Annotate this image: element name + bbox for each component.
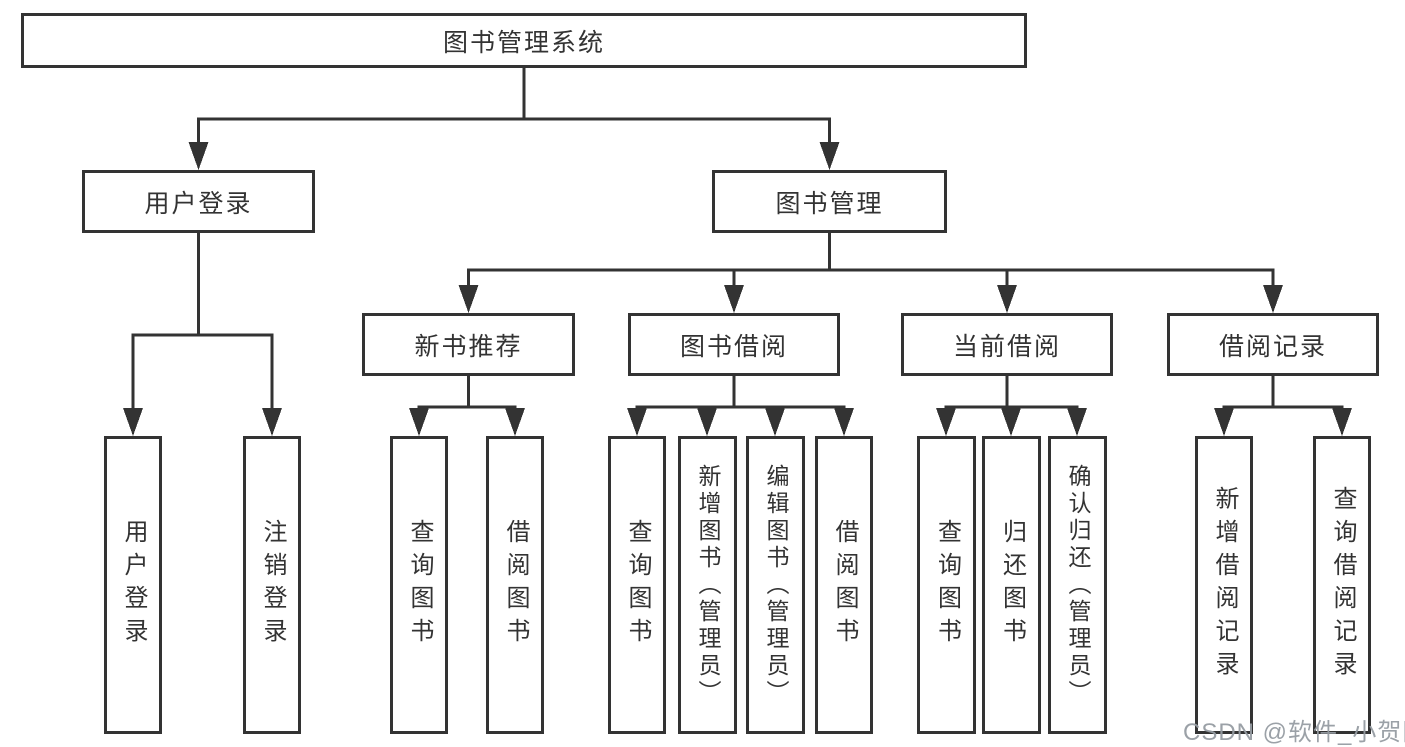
arrowhead-icon xyxy=(123,408,143,436)
node-current-borrow: 当前借阅 xyxy=(901,313,1113,376)
node-label: 用户登录 xyxy=(144,189,253,218)
arrowhead-icon xyxy=(697,408,717,436)
arrowhead-icon xyxy=(724,285,744,313)
leaf-confirm-return-admin: 确认归还（管理员） xyxy=(1048,436,1107,734)
connector-records-rail xyxy=(1222,405,1344,414)
leaf-return-books: 归还图书 xyxy=(982,436,1041,734)
node-label: 归还图书 xyxy=(998,519,1026,651)
node-library-management-system: 图书管理系统 xyxy=(21,13,1027,68)
leaf-add-book-admin: 新增图书（管理员） xyxy=(678,436,737,734)
arrowhead-icon xyxy=(765,408,785,436)
leaf-query-borrow-record: 查询借阅记录 xyxy=(1313,436,1371,734)
connector-borrow-rail xyxy=(635,405,846,414)
node-label: 查询图书 xyxy=(624,519,651,651)
node-label: 借阅图书 xyxy=(502,519,529,651)
node-book-management: 图书管理 xyxy=(712,170,947,233)
connector-root-rail xyxy=(197,117,831,146)
node-label: 借阅记录 xyxy=(1218,332,1327,361)
connector-book-mgmt-rail xyxy=(467,268,1275,289)
arrowhead-icon xyxy=(819,142,840,170)
leaf-edit-book-admin: 编辑图书（管理员） xyxy=(746,436,805,734)
arrowhead-icon xyxy=(458,285,479,313)
arrowhead-icon xyxy=(834,408,854,436)
csdn-watermark: CSDN @软件_小贺同学 xyxy=(1183,719,1405,746)
node-label: 图书管理系统 xyxy=(442,28,605,57)
arrowhead-icon xyxy=(188,142,209,170)
arrowhead-icon xyxy=(997,285,1017,313)
arrowhead-icon xyxy=(627,408,647,436)
arrowhead-icon xyxy=(1001,408,1021,436)
node-label: 借阅图书 xyxy=(831,519,858,651)
node-borrow-records: 借阅记录 xyxy=(1167,313,1379,376)
arrowhead-icon xyxy=(1263,285,1283,313)
node-user-login-branch: 用户登录 xyxy=(82,170,315,233)
node-label: 图书管理 xyxy=(775,189,884,218)
arrowhead-icon xyxy=(1067,408,1087,436)
leaf-borrow-books-recommend: 借阅图书 xyxy=(486,436,544,734)
leaf-logout: 注销登录 xyxy=(243,436,301,734)
node-label: 编辑图书（管理员） xyxy=(763,463,789,707)
leaf-query-books-recommend: 查询图书 xyxy=(390,436,448,734)
node-label: 查询借阅记录 xyxy=(1329,486,1356,684)
node-label: 当前借阅 xyxy=(952,332,1061,361)
arrowhead-icon xyxy=(409,408,429,436)
node-book-borrow: 图书借阅 xyxy=(628,313,840,376)
node-label: 新书推荐 xyxy=(414,332,523,361)
arrowhead-icon xyxy=(1214,408,1234,436)
node-label: 查询图书 xyxy=(406,519,433,651)
leaf-query-books-borrow: 查询图书 xyxy=(608,436,666,734)
arrowhead-icon xyxy=(936,408,956,436)
node-label: 查询图书 xyxy=(933,519,961,651)
leaf-borrow-books: 借阅图书 xyxy=(815,436,873,734)
arrowhead-icon xyxy=(1332,408,1352,436)
node-label: 注销登录 xyxy=(259,519,286,651)
node-label: 新增图书（管理员） xyxy=(695,463,721,707)
node-label: 图书借阅 xyxy=(679,332,788,361)
arrowhead-icon xyxy=(262,408,282,436)
connector-user-login-rail xyxy=(131,333,274,414)
leaf-query-books-current: 查询图书 xyxy=(917,436,976,734)
node-label: 用户登录 xyxy=(120,519,147,651)
node-label: 确认归还（管理员） xyxy=(1065,463,1091,707)
leaf-add-borrow-record: 新增借阅记录 xyxy=(1195,436,1253,734)
node-new-book-recommend: 新书推荐 xyxy=(362,313,575,376)
node-label: 新增借阅记录 xyxy=(1211,486,1238,684)
connector-newbook-rail xyxy=(417,405,517,414)
arrowhead-icon xyxy=(505,408,525,436)
leaf-user-login: 用户登录 xyxy=(104,436,162,734)
